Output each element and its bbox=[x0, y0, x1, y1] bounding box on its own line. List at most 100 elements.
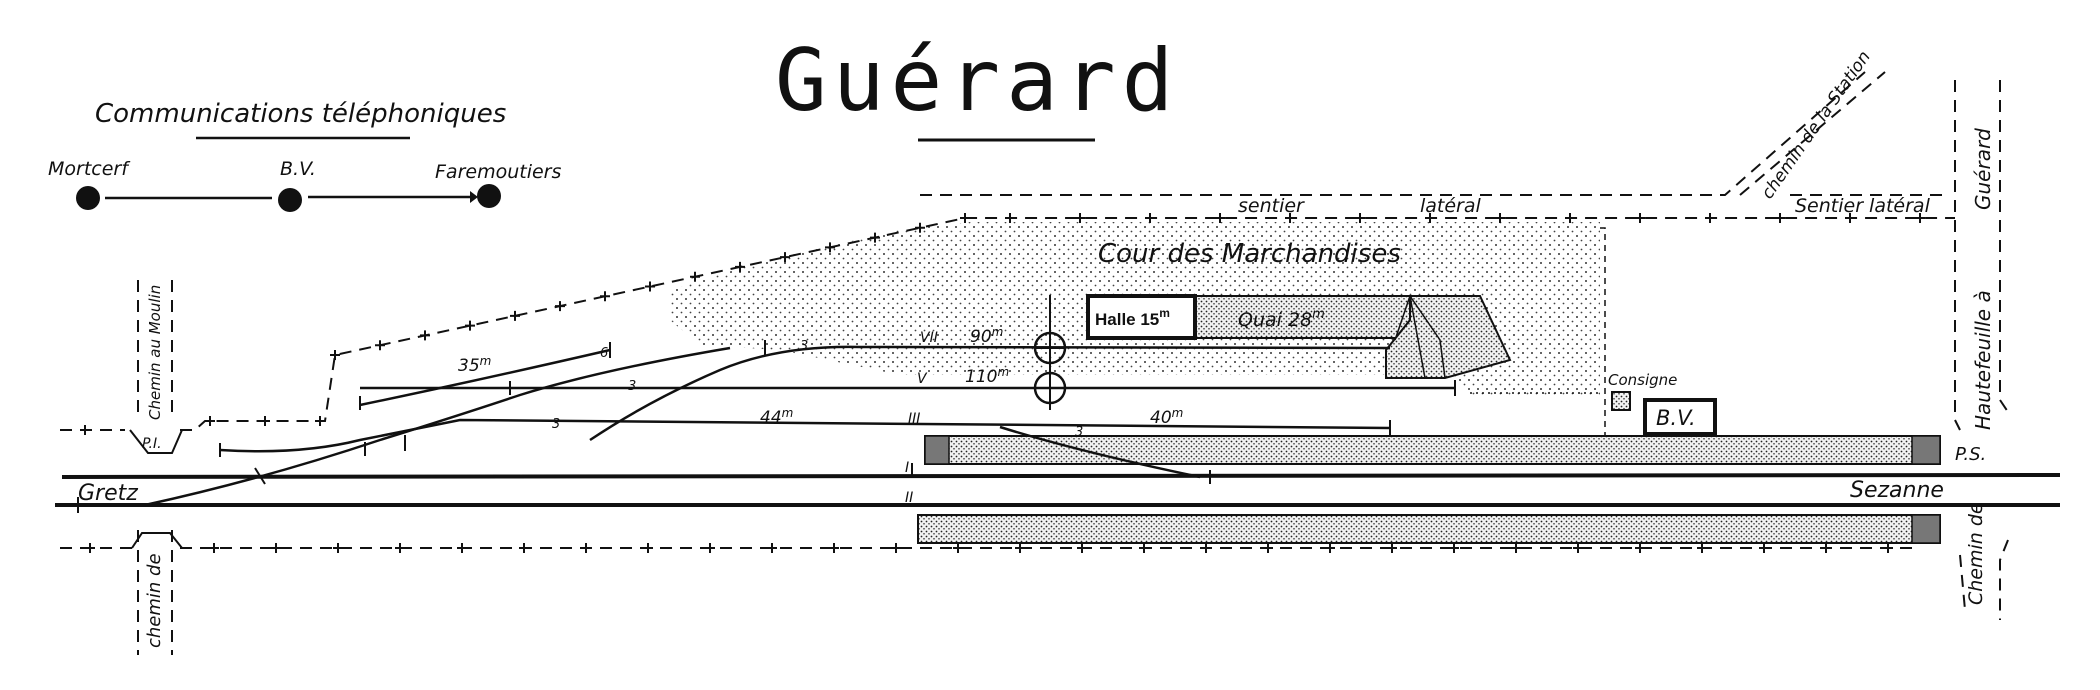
fence-cross bbox=[1215, 213, 1225, 223]
fence-cross bbox=[1883, 543, 1893, 553]
chemin-de-left-label: chemin de bbox=[144, 553, 165, 648]
telephone-right-label: Faremoutiers bbox=[435, 161, 561, 183]
fence-cross bbox=[1573, 543, 1583, 553]
guerard-road-label: Guérard bbox=[1971, 128, 1995, 210]
fence-cross bbox=[1915, 213, 1925, 223]
track-ii-label: II bbox=[905, 490, 913, 506]
fence-cross bbox=[1511, 543, 1521, 553]
platform-lower bbox=[917, 514, 1941, 544]
left-road-top bbox=[137, 280, 173, 420]
fence-cross bbox=[375, 340, 385, 351]
track-iii-label: III bbox=[908, 411, 920, 427]
switch-mark-5: 6 bbox=[600, 346, 608, 361]
fence-cross bbox=[1449, 543, 1459, 553]
bv-label: B.V. bbox=[1656, 406, 1696, 430]
platform-upper-right-end bbox=[1911, 435, 1941, 465]
fence-cross bbox=[1697, 543, 1707, 553]
consigne-building bbox=[1611, 391, 1631, 411]
fence-cross bbox=[1759, 543, 1769, 553]
level-crossing-lower bbox=[131, 532, 183, 549]
fence-crosses bbox=[80, 213, 1925, 553]
fence-cross bbox=[767, 543, 777, 553]
telephone-node-bv bbox=[278, 188, 302, 212]
switch-mark-2: 3 bbox=[628, 379, 636, 394]
fence-cross bbox=[600, 291, 610, 302]
crossover bbox=[999, 425, 1201, 479]
yard-edge-right bbox=[1600, 227, 1606, 438]
siding-35 bbox=[359, 348, 611, 407]
track-vii-label: VII bbox=[920, 330, 938, 346]
fence-cross bbox=[1015, 543, 1025, 553]
telephone-arrowhead bbox=[470, 191, 478, 203]
fence-cross bbox=[735, 261, 745, 272]
fence-cross bbox=[645, 281, 655, 292]
fence-cross bbox=[271, 543, 281, 553]
hautefeuille-label: Hautefeuille à bbox=[1971, 290, 1995, 430]
fence-cross bbox=[420, 330, 430, 341]
fence-cross bbox=[891, 543, 901, 553]
chemin-station-label: chemin de la Station bbox=[1758, 47, 1875, 202]
fence-cross bbox=[953, 543, 963, 553]
fence-cross bbox=[465, 320, 475, 331]
fence-cross bbox=[870, 232, 880, 243]
fence-cross bbox=[1565, 213, 1575, 223]
fence-cross bbox=[915, 222, 925, 233]
fence-cross bbox=[1355, 213, 1365, 223]
fence-cross bbox=[1635, 543, 1645, 553]
fence-cross bbox=[457, 543, 467, 553]
fence-cross bbox=[85, 543, 95, 553]
length-iii-b: 40m bbox=[1150, 406, 1183, 428]
quai-ramp bbox=[1385, 295, 1512, 379]
fence-cross bbox=[1495, 213, 1505, 223]
fence-cross bbox=[1705, 213, 1715, 223]
quai-ramp-lines bbox=[1394, 295, 1446, 379]
sentier-lateral-label-1: sentier bbox=[1238, 195, 1305, 217]
right-road-left-edge bbox=[1954, 80, 1966, 611]
level-crossing-pi bbox=[129, 429, 183, 454]
length-vii: 90m bbox=[970, 325, 1003, 347]
sentier-lateral-right-label: Sentier latéral bbox=[1795, 195, 1931, 217]
fence-cross bbox=[260, 416, 270, 426]
fence-cross bbox=[333, 543, 343, 553]
fence-cross bbox=[1075, 213, 1085, 223]
fence-cross bbox=[581, 543, 591, 553]
fence-cross bbox=[829, 543, 839, 553]
fence-cross bbox=[1285, 213, 1295, 223]
track-i-label: I bbox=[905, 460, 909, 476]
boundary-fence-upper bbox=[60, 217, 1955, 431]
fence-cross bbox=[209, 543, 219, 553]
fence-cross bbox=[1325, 543, 1335, 553]
chemin-de-right-label: Chemin de bbox=[1965, 502, 1987, 605]
main-track-upper bbox=[61, 473, 2061, 479]
fence-cross bbox=[1263, 543, 1273, 553]
telephone-middle-label: B.V. bbox=[280, 158, 316, 180]
fence-cross bbox=[1005, 213, 1015, 223]
telephone-node-faremoutiers bbox=[477, 184, 501, 208]
track-ticks bbox=[77, 340, 1456, 513]
quai-loading-dock bbox=[1194, 295, 1411, 339]
right-road-right-edge bbox=[1999, 80, 2011, 620]
fence-cross bbox=[1077, 543, 1087, 553]
bv-building bbox=[1643, 398, 1717, 436]
switch-mark-1: 3 bbox=[800, 339, 808, 354]
fence-cross bbox=[1145, 213, 1155, 223]
halle-building bbox=[1086, 294, 1197, 340]
halle-label: Halle 15m bbox=[1095, 306, 1170, 329]
fence-cross bbox=[705, 543, 715, 553]
telephone-left-label: Mortcerf bbox=[48, 158, 131, 180]
fence-cross bbox=[1139, 543, 1149, 553]
fence-cross bbox=[825, 242, 835, 253]
left-road-bottom bbox=[137, 530, 173, 655]
telephone-heading: Communications téléphoniques bbox=[95, 99, 506, 129]
consigne-label: Consigne bbox=[1608, 371, 1677, 389]
sentier-lateral-label-2: latéral bbox=[1420, 195, 1482, 217]
fence-cross bbox=[395, 543, 405, 553]
fence-cross bbox=[1775, 213, 1785, 223]
fence-cross bbox=[555, 301, 565, 312]
fence-cross bbox=[1845, 213, 1855, 223]
fence-cross bbox=[1635, 213, 1645, 223]
chemin-station-path bbox=[1739, 71, 1886, 196]
page-title: Guérard bbox=[775, 31, 1179, 131]
sentier-lateral-path bbox=[920, 71, 1948, 196]
